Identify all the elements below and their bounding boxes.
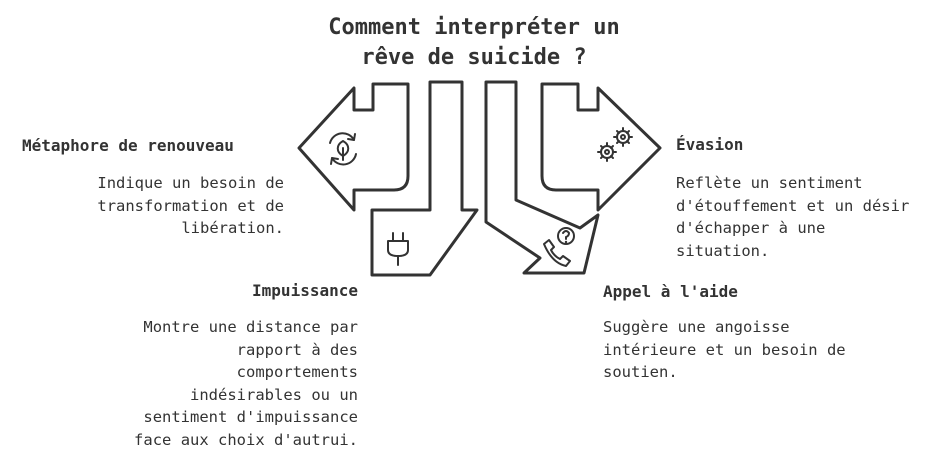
desc-line: rapport à des — [236, 340, 358, 359]
desc-line: situation. — [676, 241, 770, 260]
desc-line: intérieure et un besoin de — [603, 340, 846, 359]
title-line-1: Comment interpréter un — [328, 15, 620, 40]
desc-line: comportements — [236, 363, 358, 381]
desc-renouveau: Indique un besoin de transformation et d… — [97, 172, 284, 240]
desc-line: d'étouffement et un désir — [676, 196, 910, 215]
plug-icon — [387, 232, 409, 266]
desc-line: libération. — [181, 219, 284, 237]
desc-line: indésirables ou un — [190, 385, 358, 404]
title-line-2: rêve de suicide ? — [361, 45, 587, 70]
desc-line: transformation et de — [97, 196, 284, 215]
desc-line: Reflète un sentiment — [676, 174, 863, 192]
heading-impuissance: Impuissance — [252, 281, 358, 300]
desc-evasion: Reflète un sentiment d'étouffement et un… — [676, 172, 909, 262]
desc-impuissance: Montre une distance par rapport à des co… — [134, 316, 358, 451]
arrow-impuissance — [370, 80, 479, 277]
renewal-icon — [329, 132, 357, 166]
heading-renouveau: Métaphore de renouveau — [22, 136, 234, 155]
heading-appel: Appel à l'aide — [603, 282, 738, 301]
desc-line: d'échapper à une — [676, 219, 826, 237]
help-call-icon — [543, 227, 575, 267]
desc-line: sentiment d'impuissance — [143, 408, 358, 426]
desc-line: Indique un besoin de — [97, 174, 284, 192]
heading-evasion: Évasion — [676, 135, 744, 154]
desc-line: soutien. — [603, 363, 678, 381]
diagram-title: Comment interpréter un rêve de suicide ? — [0, 13, 948, 73]
desc-line: Suggère une angoisse — [603, 318, 790, 336]
arrow-renouveau — [297, 82, 410, 212]
desc-line: face aux choix d'autrui. — [134, 430, 358, 449]
desc-line: Montre une distance par — [143, 318, 358, 336]
arrow-appel — [484, 80, 600, 275]
desc-appel: Suggère une angoisse intérieure et un be… — [603, 316, 846, 384]
gears-icon — [597, 127, 633, 162]
